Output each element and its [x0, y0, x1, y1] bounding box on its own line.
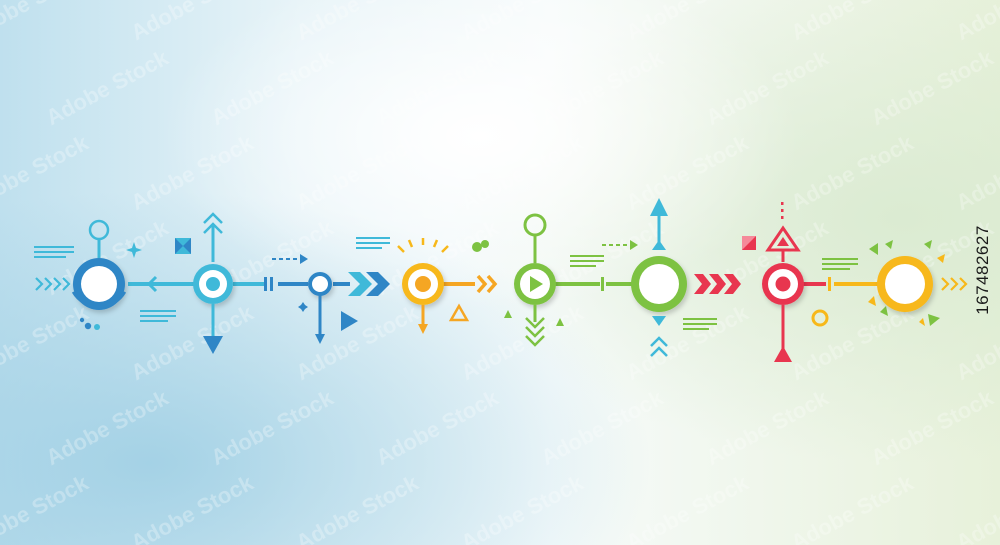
up-chevrons-icon — [203, 212, 223, 234]
stock-id-label: 167482627 — [972, 60, 994, 480]
node-5 — [472, 213, 604, 347]
chevron-left-icon — [146, 275, 158, 293]
leaf-icon — [472, 240, 489, 252]
sparkle-icon — [298, 302, 308, 312]
node-7 — [742, 202, 858, 362]
placeholder-text-lines — [34, 246, 176, 322]
node-1 — [34, 219, 176, 330]
down-triangle-icon — [203, 336, 223, 354]
fast-forward-chevrons-icon — [348, 272, 390, 296]
lead-out-chevrons — [941, 277, 968, 291]
play-icon — [530, 276, 543, 292]
placeholder-text-lines — [356, 237, 390, 249]
up-triangle-icon — [650, 198, 668, 216]
node-3 — [298, 237, 390, 344]
dotted-arrow-icon — [602, 240, 638, 250]
lead-in-chevrons — [35, 277, 71, 291]
play-triangle-icon — [341, 311, 358, 331]
placeholder-text-lines — [570, 255, 604, 267]
up-triangle-icon — [774, 346, 792, 362]
sparkle-icon — [126, 242, 142, 258]
fast-forward-chevrons-icon — [694, 274, 741, 294]
triangle-outline-icon — [448, 303, 470, 322]
small-ring-icon — [523, 213, 547, 237]
up-chevrons-icon — [650, 336, 668, 357]
node-4 — [397, 238, 470, 334]
placeholder-text-lines — [822, 258, 858, 270]
node-2 — [175, 212, 273, 354]
placeholder-text-lines — [683, 318, 717, 330]
small-ring-icon — [811, 309, 829, 327]
small-ring-icon — [88, 219, 110, 241]
chevrons-right-icon — [476, 274, 498, 294]
dotted-arrow-icon — [272, 254, 308, 264]
node-8 — [868, 240, 945, 326]
stock-id-text: 167482627 — [973, 225, 992, 315]
down-chevrons-icon — [525, 317, 545, 347]
node-6 — [631, 198, 717, 357]
dotted-line-icon — [781, 202, 784, 219]
sunburst-icon — [397, 238, 449, 253]
